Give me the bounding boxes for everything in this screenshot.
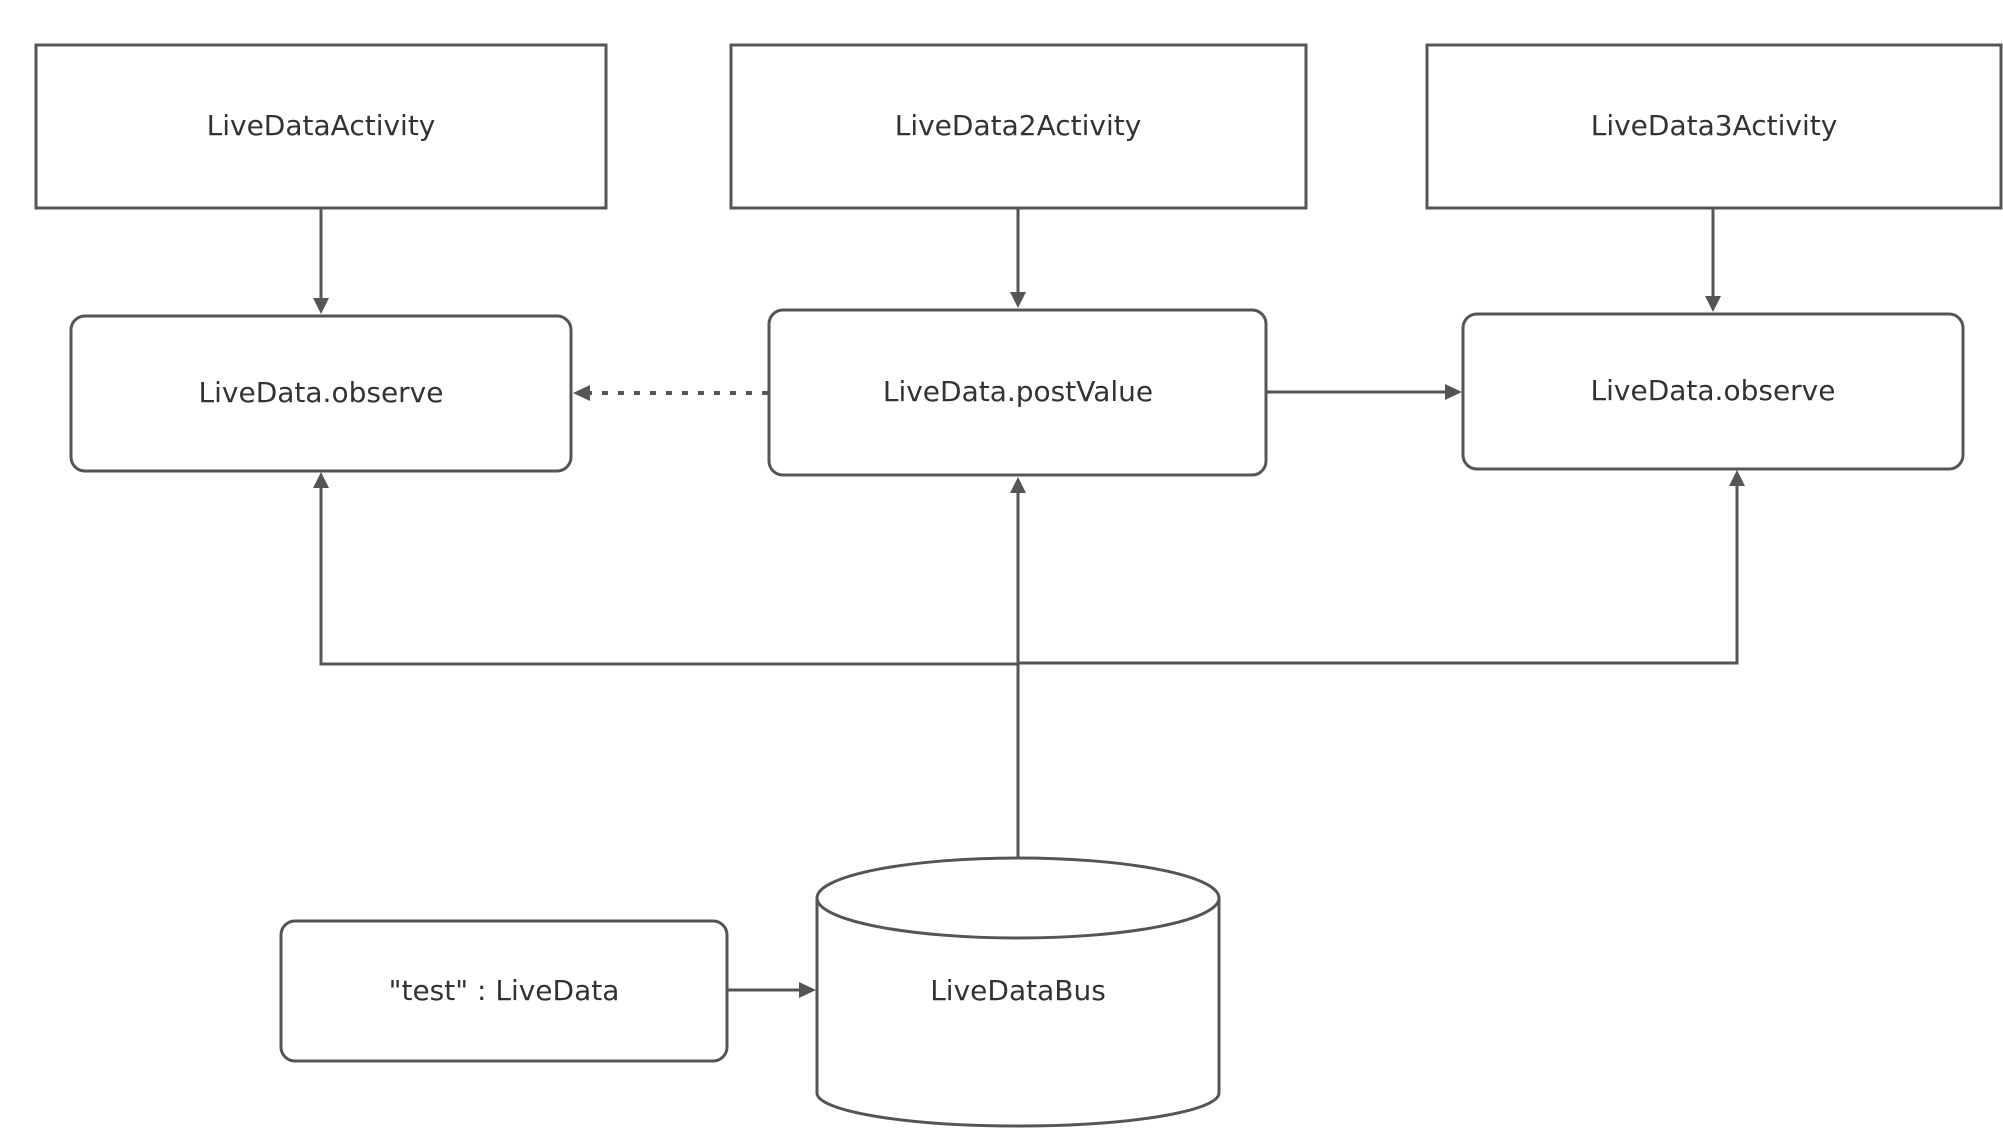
arrowhead-observe-left-bottom	[313, 472, 329, 488]
node-post-value: LiveData.postValue	[767, 308, 1268, 477]
edge-bus-to-observe-left	[319, 488, 1018, 666]
node-test-livedata: "test" : LiveData	[279, 919, 729, 1063]
node-observe-right: LiveData.observe	[1461, 312, 1965, 471]
node-observe-left-box	[69, 314, 573, 473]
arrowhead-observe-left-top	[313, 298, 329, 314]
node-post-value-label: LiveData.postValue	[883, 375, 1153, 408]
arrowhead-observe-left-right	[573, 385, 590, 401]
node-activity3-label: LiveData3Activity	[1591, 109, 1838, 142]
node-test-livedata-box	[279, 919, 729, 1063]
arrowhead-bus-left	[799, 982, 816, 998]
node-activity1-label: LiveDataActivity	[207, 109, 436, 142]
edge-bus-to-observe-right	[1018, 486, 1739, 665]
node-activity3: LiveData3Activity	[1425, 43, 2003, 210]
node-test-livedata-label: "test" : LiveData	[389, 974, 620, 1007]
node-bus-label: LiveDataBus	[930, 974, 1106, 1007]
node-bus-body	[815, 898, 1221, 1128]
node-activity1-box	[34, 43, 608, 210]
node-bus-top	[815, 856, 1221, 940]
node-activity3-box	[1425, 43, 2003, 210]
node-bus: LiveDataBus	[815, 856, 1221, 1128]
node-observe-right-label: LiveData.observe	[1591, 374, 1836, 407]
arrowhead-post-value-bottom	[1010, 477, 1026, 493]
node-activity2-label: LiveData2Activity	[895, 109, 1142, 142]
arrowhead-observe-right-left	[1445, 384, 1462, 400]
node-observe-left-label: LiveData.observe	[199, 376, 444, 409]
node-activity2-box	[729, 43, 1308, 210]
node-activity2: LiveData2Activity	[729, 43, 1308, 210]
arrowhead-observe-right-bottom	[1729, 470, 1745, 486]
node-observe-left: LiveData.observe	[69, 314, 573, 473]
arrowhead-observe-right-top	[1705, 296, 1721, 312]
arrowhead-post-value-top	[1010, 292, 1026, 308]
node-activity1: LiveDataActivity	[34, 43, 608, 210]
node-observe-right-box	[1461, 312, 1965, 471]
node-post-value-box	[767, 308, 1268, 477]
